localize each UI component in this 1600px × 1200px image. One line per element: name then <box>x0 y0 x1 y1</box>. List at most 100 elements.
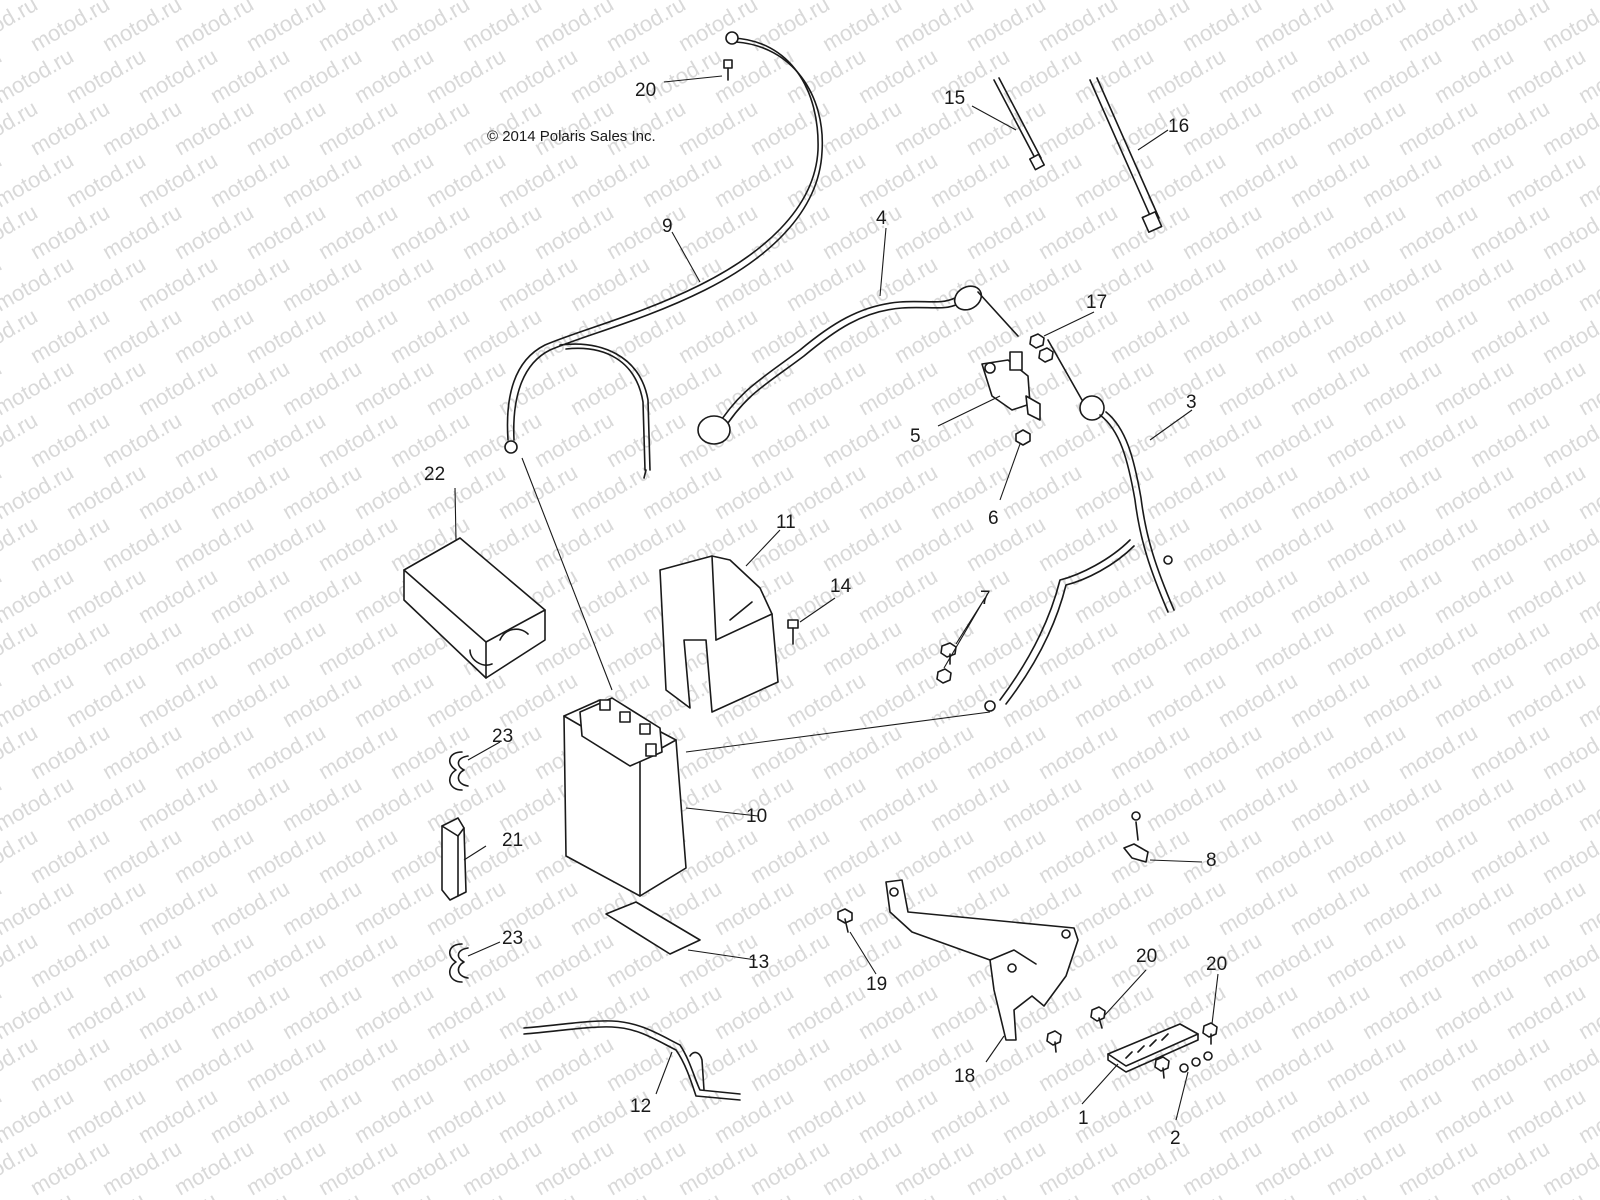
watermark-text: motod.ru <box>1322 511 1410 576</box>
watermark-text: motod.ru <box>1358 875 1446 940</box>
watermark-text: motod.ru <box>1286 355 1374 420</box>
watermark-text: motod.ru <box>1286 979 1374 1044</box>
watermark-text: motod.ru <box>1070 459 1158 524</box>
watermark-text: motod.ru <box>1322 303 1410 368</box>
watermark-text: motod.ru <box>206 251 294 316</box>
watermark-text: motod.ru <box>242 615 330 680</box>
watermark-text: motod.ru <box>602 1031 690 1096</box>
part-20-bolt-top[interactable] <box>723 59 733 81</box>
part-10-battery[interactable] <box>563 697 687 897</box>
part-20-bolt-right[interactable] <box>1202 1022 1218 1045</box>
watermark-text: motod.ru <box>98 95 186 160</box>
part-8-connector[interactable] <box>1123 811 1149 863</box>
callout-20-mid: 20 <box>1136 946 1157 967</box>
watermark-text: motod.ru <box>962 615 1050 680</box>
part-2-nuts[interactable] <box>1179 1051 1213 1073</box>
watermark-text: motod.ru <box>1574 0 1600 4</box>
watermark-text: motod.ru <box>350 667 438 732</box>
part-16-tie-strap[interactable] <box>1089 77 1163 233</box>
watermark-text: motod.ru <box>1178 0 1266 56</box>
watermark-text: motod.ru <box>170 511 258 576</box>
part-22-battery-cover[interactable] <box>403 537 546 679</box>
watermark-text: motod.ru <box>1106 303 1194 368</box>
watermark-text: motod.ru <box>1430 251 1518 316</box>
watermark-text: motod.ru <box>926 563 1014 628</box>
watermark-text: motod.ru <box>854 667 942 732</box>
watermark-text: motod.ru <box>458 303 546 368</box>
watermark-text: motod.ru <box>494 43 582 108</box>
watermark-text: motod.ru <box>890 199 978 264</box>
watermark-text: motod.ru <box>242 303 330 368</box>
watermark-text: motod.ru <box>1034 823 1122 888</box>
watermark-text: motod.ru <box>1358 147 1446 212</box>
watermark-text: motod.ru <box>1214 667 1302 732</box>
callout-20-top: 20 <box>635 80 656 101</box>
part-19-screw[interactable] <box>837 908 853 933</box>
part-6-nut[interactable] <box>1015 429 1031 446</box>
watermark-text: motod.ru <box>458 1031 546 1096</box>
watermark-text: motod.ru <box>170 927 258 992</box>
watermark-text: motod.ru <box>350 771 438 836</box>
watermark-text: motod.ru <box>170 823 258 888</box>
part-17-nuts[interactable] <box>1029 333 1054 363</box>
watermark-text: motod.ru <box>1430 1083 1518 1148</box>
watermark-text: motod.ru <box>170 199 258 264</box>
watermark-text: motod.ru <box>1286 563 1374 628</box>
watermark-text: motod.ru <box>1358 1083 1446 1148</box>
watermark-text: motod.ru <box>314 615 402 680</box>
part-11-shield[interactable] <box>659 555 779 713</box>
watermark-text: motod.ru <box>1214 43 1302 108</box>
callout-10: 10 <box>746 806 767 827</box>
watermark-text: motod.ru <box>350 147 438 212</box>
watermark-text: motod.ru <box>1106 719 1194 784</box>
part-13-pad[interactable] <box>605 901 701 955</box>
watermark-text: motod.ru <box>1250 199 1338 264</box>
watermark-text: motod.ru <box>26 95 114 160</box>
watermark-text: motod.ru <box>674 1135 762 1200</box>
part-15-tie-strap[interactable] <box>993 77 1046 171</box>
part-20-bolt-mid[interactable] <box>1090 1006 1106 1029</box>
watermark-text: motod.ru <box>926 147 1014 212</box>
watermark-text: motod.ru <box>62 667 150 732</box>
watermark-text: motod.ru <box>746 1031 834 1096</box>
watermark-text: motod.ru <box>1034 199 1122 264</box>
part-21-strap[interactable] <box>441 817 467 901</box>
watermark-text: motod.ru <box>242 199 330 264</box>
part-1-terminal-block[interactable] <box>1107 1023 1199 1073</box>
part-18-bracket[interactable] <box>885 879 1079 1041</box>
watermark-text: motod.ru <box>1142 251 1230 316</box>
watermark-text: motod.ru <box>782 251 870 316</box>
watermark-text: motod.ru <box>26 407 114 472</box>
part-9-cable[interactable] <box>504 31 824 479</box>
part-screws-lower[interactable] <box>1046 1030 1170 1079</box>
watermark-text: motod.ru <box>1394 0 1482 56</box>
watermark-text: motod.ru <box>1286 1083 1374 1148</box>
part-5-solenoid[interactable] <box>981 351 1041 421</box>
watermark-text: motod.ru <box>386 1031 474 1096</box>
part-12-rod[interactable] <box>523 1020 741 1101</box>
watermark-text: motod.ru <box>638 147 726 212</box>
watermark-text: motod.ru <box>782 147 870 212</box>
watermark-text: motod.ru <box>926 43 1014 108</box>
watermark-text: motod.ru <box>98 303 186 368</box>
watermark-text: motod.ru <box>206 563 294 628</box>
watermark-text: motod.ru <box>1070 251 1158 316</box>
part-4-cable[interactable] <box>697 281 1019 445</box>
watermark-text: motod.ru <box>1250 303 1338 368</box>
callout-1: 1 <box>1078 1108 1089 1129</box>
watermark-text: motod.ru <box>350 979 438 1044</box>
part-3-cable[interactable] <box>984 339 1175 712</box>
watermark-text: motod.ru <box>1502 251 1590 316</box>
watermark-text: motod.ru <box>170 1135 258 1200</box>
watermark-text: motod.ru <box>1430 771 1518 836</box>
watermark-text: motod.ru <box>1142 459 1230 524</box>
watermark-text: motod.ru <box>1250 1135 1338 1200</box>
part-14-bolt[interactable] <box>787 619 799 645</box>
part-23-clip-bottom[interactable] <box>449 943 469 983</box>
part-23-clip-top[interactable] <box>449 751 469 791</box>
watermark-text: motod.ru <box>62 459 150 524</box>
watermark-text: motod.ru <box>26 199 114 264</box>
watermark-text: motod.ru <box>1214 979 1302 1044</box>
watermark-text: motod.ru <box>674 1031 762 1096</box>
watermark-text: motod.ru <box>1358 459 1446 524</box>
